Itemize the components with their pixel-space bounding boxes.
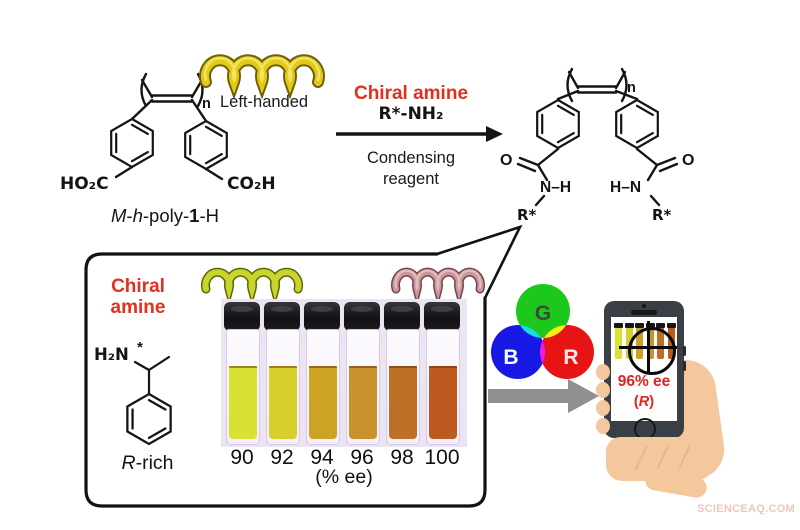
screen-vial	[614, 323, 623, 359]
ee-value: 90	[230, 446, 254, 469]
vial-glass	[386, 329, 420, 445]
condition-label: Condensing reagent	[366, 149, 456, 188]
vial-cap	[304, 302, 340, 331]
finger-crease	[634, 445, 648, 471]
vial-cap	[264, 302, 300, 331]
reaction-arrow	[336, 126, 503, 142]
chiral-amine-structure	[126, 355, 172, 446]
stereocenter-star: *	[137, 339, 143, 356]
vial-glass	[306, 329, 340, 445]
vial-glass	[426, 329, 460, 445]
vial-90	[223, 299, 261, 447]
vial-96	[343, 299, 381, 447]
rgb-letter-g: G	[535, 302, 551, 325]
analysis-arrow	[488, 379, 599, 413]
vial-liquid	[389, 366, 417, 439]
phone-speaker-icon	[631, 310, 657, 315]
ee-result-readout: 96% ee	[617, 373, 671, 390]
ee-value: 96	[350, 446, 374, 469]
r-rich-label: R-rich	[121, 452, 174, 474]
fingertip	[596, 400, 610, 416]
reactant-structure	[109, 72, 229, 181]
vial-glass	[346, 329, 380, 445]
reagent-label: Chiral amine	[353, 83, 469, 104]
vial-liquid	[309, 366, 337, 439]
acid-label-left: HO₂C	[60, 174, 109, 194]
ee-value: 98	[390, 446, 414, 469]
vial-cap	[224, 302, 260, 331]
zoom-callout-box	[84, 224, 523, 508]
vial-glass	[226, 329, 260, 445]
phone-camera-icon	[642, 304, 646, 308]
rgb-venn-diagram: G B R	[491, 284, 594, 379]
r-star-right: R*	[652, 206, 672, 224]
r-star-left: R*	[517, 206, 537, 224]
amide-nh-left: N–H	[540, 179, 572, 196]
watermark: SCIENCEAQ.COM	[697, 503, 796, 515]
crosshair-icon	[628, 327, 676, 375]
vial-98	[383, 299, 421, 447]
vial-92	[263, 299, 301, 447]
carbonyl-o-right: O	[682, 152, 695, 169]
carbonyl-o-left: O	[500, 152, 513, 169]
phone-side-button	[683, 361, 686, 371]
phone-side-button	[683, 346, 686, 356]
vial-94	[303, 299, 341, 447]
rgb-letter-b: B	[503, 346, 518, 369]
smartphone: 96% ee (R)	[604, 301, 686, 440]
rgb-letter-r: R	[563, 346, 578, 369]
vial-glass	[266, 329, 300, 445]
reactant-name: M-h-poly-1-H	[111, 205, 219, 226]
vial-cap	[344, 302, 380, 331]
vial-liquid	[429, 366, 457, 439]
finger-crease	[678, 443, 692, 469]
h2n-label: H₂N	[94, 345, 129, 364]
vial-liquid	[349, 366, 377, 439]
helix-handedness-label: Left-handed	[220, 93, 309, 111]
vial-liquid	[229, 366, 257, 439]
vial-liquid	[269, 366, 297, 439]
finger-crease	[656, 444, 670, 470]
phone-screen: 96% ee (R)	[611, 317, 677, 421]
box-amine-title: Chiral amine	[110, 276, 166, 318]
product-structure	[516, 67, 679, 207]
vial-cap	[424, 302, 460, 331]
product-repeat-n: n	[627, 80, 636, 96]
ee-value: 94	[310, 446, 334, 469]
acid-label-right: CO₂H	[227, 174, 276, 194]
left-handed-helix-icon	[199, 54, 325, 100]
ee-value: 100	[424, 446, 460, 469]
fingertip	[596, 418, 610, 434]
ee-value: 92	[270, 446, 294, 469]
configuration-readout: (R)	[633, 394, 655, 410]
amide-hn-right: H–N	[610, 179, 642, 196]
reagent-formula: R*-NH₂	[378, 104, 444, 124]
ee-unit-label: (% ee)	[315, 466, 373, 488]
vial-cap	[384, 302, 420, 331]
yellow-helix-icon	[201, 267, 303, 307]
vial-100	[423, 299, 461, 447]
fingertip	[596, 364, 610, 380]
pink-helix-icon	[391, 267, 485, 307]
vial-series-panel	[221, 299, 467, 447]
fingertip	[596, 382, 610, 398]
repeat-unit-n: n	[202, 96, 211, 112]
